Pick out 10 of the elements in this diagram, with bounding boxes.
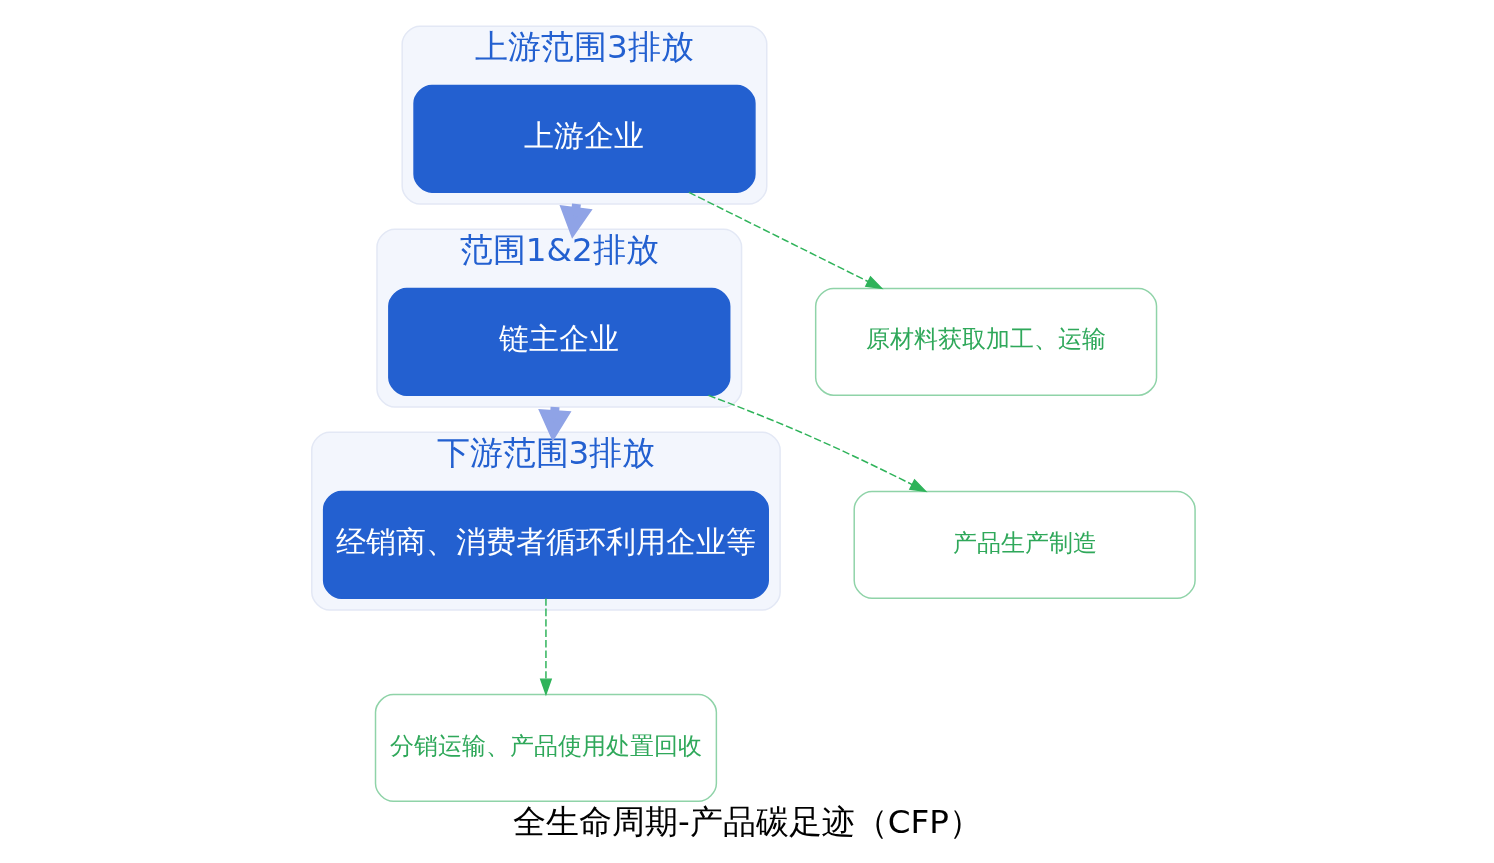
arrow <box>707 394 927 493</box>
node-box: 产品生产制造 <box>852 490 1196 599</box>
node-box: 原材料获取加工、运输 <box>814 287 1157 396</box>
arrow <box>687 191 883 290</box>
node-box: 上游企业 <box>412 84 756 193</box>
node-box: 经销商、消费者循环利用企业等 <box>322 490 769 599</box>
node-box: 分销运输、产品使用处置回收 <box>374 693 717 802</box>
caption: 全生命周期-产品碳足迹（CFP） <box>512 803 982 842</box>
arrow <box>539 597 552 697</box>
node-box: 链主企业 <box>387 287 730 396</box>
